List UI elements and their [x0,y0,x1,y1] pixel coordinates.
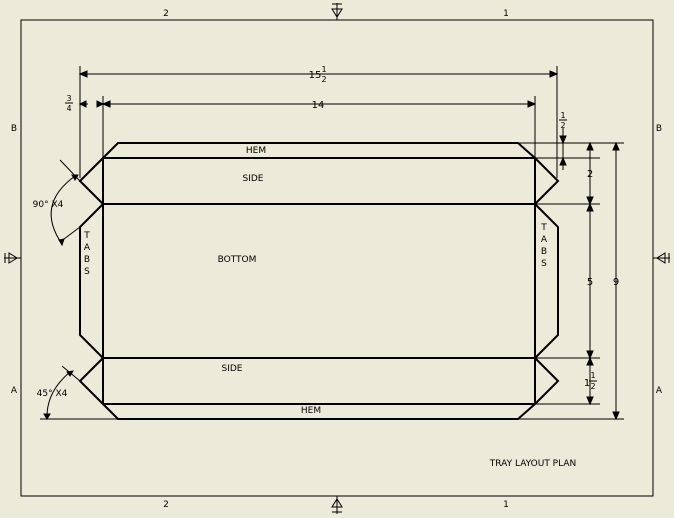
center-mark-top-icon [331,3,343,20]
angle-45-annotation [40,365,118,420]
svg-text:B: B [84,255,90,265]
svg-text:A: A [84,243,91,253]
dim-inner-length [101,96,537,158]
zone-bottom-2: 2 [163,500,169,510]
dim-bottom-height-value: 5 [587,277,593,288]
label-tabs-right: T A B S [540,223,548,269]
label-angle-90: 90° X4 [33,200,64,210]
center-mark-right-icon [653,252,670,264]
zone-right-a: A [656,386,663,396]
center-mark-left-icon [4,252,21,264]
dim-overall-num: 1 [321,65,326,74]
svg-text:T: T [540,223,547,233]
dim-side-height [535,141,600,206]
svg-text:T: T [83,231,90,241]
label-side-bottom: SIDE [222,364,243,374]
dim-side-height-value: 2 [587,169,593,180]
dim-lower-side-height [535,356,600,406]
dim-hem-num: 1 [560,111,565,120]
dim-overall-whole: 15 [309,70,322,81]
dim-lower-num: 1 [590,371,595,380]
svg-text:S: S [541,259,547,269]
label-angle-45: 45° X4 [37,389,68,399]
zone-top-2: 2 [163,9,169,19]
svg-text:S: S [84,267,90,277]
label-side-top: SIDE [243,174,264,184]
dim-total-height [518,141,624,421]
zone-left-a: A [11,386,18,396]
svg-text:B: B [541,247,547,257]
tray-outline [78,142,560,420]
zone-left-b: B [11,124,17,134]
angle-90-annotation [50,159,81,247]
dim-overall-length [78,66,559,178]
dim-tab-width [78,100,105,108]
zone-bottom-1: 1 [503,500,509,510]
dim-tab-den: 4 [66,104,71,113]
svg-text:A: A [541,235,548,245]
zone-top-1: 1 [503,9,509,19]
dim-inner-length-value: 14 [312,100,325,111]
dim-lower-den: 2 [590,382,595,391]
label-bottom: BOTTOM [218,255,257,265]
dim-overall-den: 2 [321,75,326,84]
dim-bottom-height [535,202,600,360]
drawing-title: TRAY LAYOUT PLAN [489,459,576,469]
label-tabs-left: T A B S [83,231,91,277]
zone-right-b: B [656,124,662,134]
dim-total-height-value: 9 [613,277,619,288]
label-hem-bottom: HEM [301,406,321,416]
dim-hem-den: 2 [560,121,565,130]
dim-tab-num: 3 [66,94,71,103]
label-hem-top: HEM [246,146,266,156]
center-mark-bottom-icon [331,496,343,514]
dim-lower-whole: 1 [584,378,590,389]
